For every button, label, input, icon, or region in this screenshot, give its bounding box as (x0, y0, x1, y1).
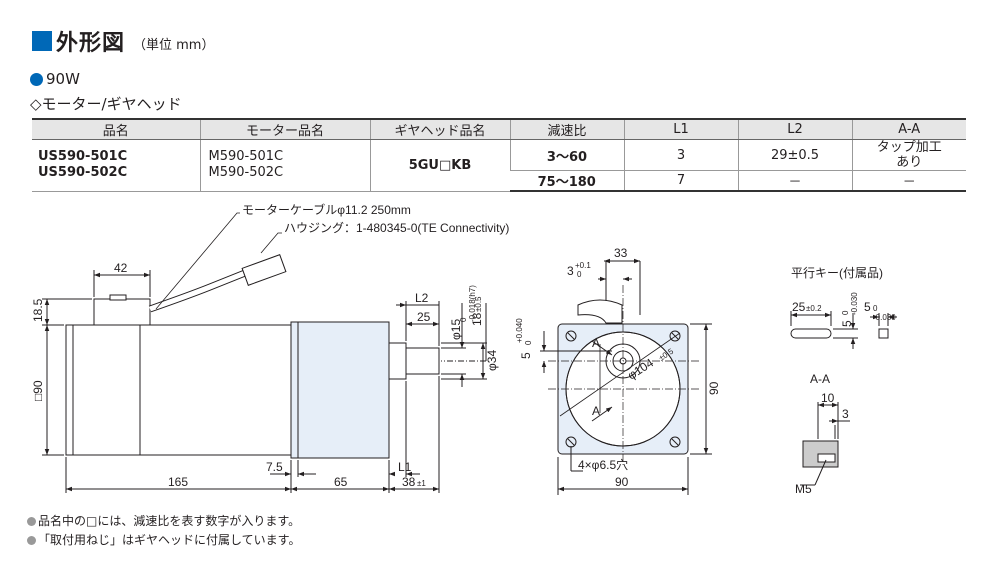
key-title: 平行キー(付属品) (791, 266, 883, 280)
key-25: 25 (792, 300, 806, 314)
table-row: US590-501C US590-502C M590-501C M590-502… (32, 139, 966, 192)
dim-l1: L1 (398, 460, 412, 474)
l2-cell: － (737, 170, 852, 192)
header-l1: L1 (623, 118, 738, 140)
dim-5-tol-low: 0 (524, 340, 533, 345)
section-a-upper: A (592, 336, 600, 350)
aa-line-1: タップ加工 (876, 140, 942, 155)
parallel-key (790, 328, 832, 339)
key-5-side-tol: 0-0.030 (841, 292, 859, 315)
key-5-side: 5 (840, 320, 854, 327)
aa-cell: － (851, 170, 966, 192)
note-bullet-icon (27, 517, 36, 526)
dim-18: 18 (470, 312, 484, 326)
m5-label: M5 (795, 482, 812, 496)
heading-unit: （単位 mm） (133, 37, 215, 53)
l1-cell: 3 (623, 139, 738, 171)
power-value: 90W (46, 70, 80, 88)
dim-18-tol: ±0.5 (474, 296, 483, 312)
section-aa-title: A-A (810, 372, 830, 386)
key-25-tol: ±0.2 (806, 304, 822, 313)
dim-l2: L2 (415, 291, 429, 305)
housing-note: ハウジング：1-480345-0(TE Connectivity) (284, 221, 509, 235)
aa-line-2: あり (896, 155, 923, 170)
motor-body (65, 324, 292, 456)
section-a-lower: A (592, 404, 600, 418)
heading-square-icon (32, 31, 52, 51)
dim-33: 33 (614, 246, 628, 260)
motor-cell: M590-501C M590-502C (199, 139, 370, 192)
gearhead-body (290, 321, 390, 459)
header-model: 品名 (32, 118, 200, 140)
ratio-cell: 75～180 (510, 170, 624, 192)
dim-165: 165 (168, 475, 188, 489)
dim-18-5: 18.5 (31, 298, 45, 322)
dim-25: 25 (417, 310, 431, 324)
section-heading: 外形図 （単位 mm） (32, 28, 215, 56)
spec-table: 品名 モーター品名 ギヤヘッド品名 減速比 L1 L2 A-A US590-50… (32, 118, 966, 192)
header-l2: L2 (737, 118, 852, 140)
dim-65: 65 (334, 475, 348, 489)
footnote-1: 品名中の□には、減速比を表す数字が入ります。 (27, 512, 300, 531)
cable-note: モーターケーブルφ11.2 250mm (242, 202, 411, 217)
model-name-1: US590-501C (38, 149, 128, 165)
dim-90-v: 90 (707, 381, 721, 395)
note-bullet-icon (27, 536, 36, 545)
table-header-row: 品名 モーター品名 ギヤヘッド品名 減速比 L1 L2 A-A (32, 118, 966, 140)
bullet-dot-icon (30, 72, 43, 86)
aa-dim-10: 10 (821, 391, 835, 405)
cable-connector (241, 254, 287, 286)
dimension-drawing: モーターケーブルφ11.2 250mm ハウジング：1-480345-0(TE … (31, 202, 897, 496)
key-5-end: 5 (864, 300, 871, 314)
dim-3-tol-low: 0 (577, 270, 582, 279)
l1-cell: 7 (623, 170, 738, 192)
dim-phi15-tol: 0-0.018(h7) (459, 285, 477, 322)
ratio-cell: 3～60 (509, 139, 624, 171)
terminal-box (93, 298, 151, 326)
model-cell: US590-501C US590-502C (32, 139, 200, 192)
footnote-2: 「取付用ねじ」はギヤヘッドに付属しています。 (27, 531, 300, 550)
l2-cell: 29±0.5 (737, 139, 852, 171)
header-gearhead: ギヤヘッド品名 (369, 118, 510, 140)
variant-type: ◇モーター/ギヤヘッド (30, 95, 182, 113)
header-motor: モーター品名 (199, 118, 370, 140)
model-name-2: US590-502C (38, 165, 128, 181)
dim-90-h: 90 (615, 475, 629, 489)
dim-5-tol-up: +0.040 (515, 318, 524, 343)
dim-phi15: φ15 (449, 319, 463, 340)
heading-title: 外形図 (56, 31, 126, 56)
dim-38: 38 (402, 475, 416, 489)
footnotes: 品名中の□には、減速比を表す数字が入ります。 「取付用ねじ」はギヤヘッドに付属し… (27, 512, 300, 550)
dim-3-tol-up: +0.1 (575, 261, 591, 270)
power-label: 90W (30, 70, 80, 88)
motor-name-2: M590-502C (208, 165, 284, 181)
dim-sq90: □90 (31, 380, 45, 401)
dim-42: 42 (114, 261, 128, 275)
dim-7-5: 7.5 (266, 460, 283, 474)
header-ratio: 減速比 (509, 118, 624, 140)
gearhead-cell: 5GU□KB (369, 139, 510, 192)
aa-cell: タップ加工 あり (851, 139, 966, 171)
dim-38-tol: ±1 (417, 479, 426, 488)
dim-3: 3 (567, 264, 574, 278)
key-5-end-tol: 0-0.030 (873, 304, 896, 322)
aa-dim-3: 3 (842, 407, 849, 421)
table-row: 75～180 7 － － (32, 170, 966, 192)
dim-5: 5 (519, 352, 533, 359)
header-aa: A-A (851, 118, 966, 140)
dim-phi34: φ34 (485, 350, 499, 371)
motor-name-1: M590-501C (208, 149, 284, 165)
holes-note: 4×φ6.5穴 (578, 457, 628, 472)
